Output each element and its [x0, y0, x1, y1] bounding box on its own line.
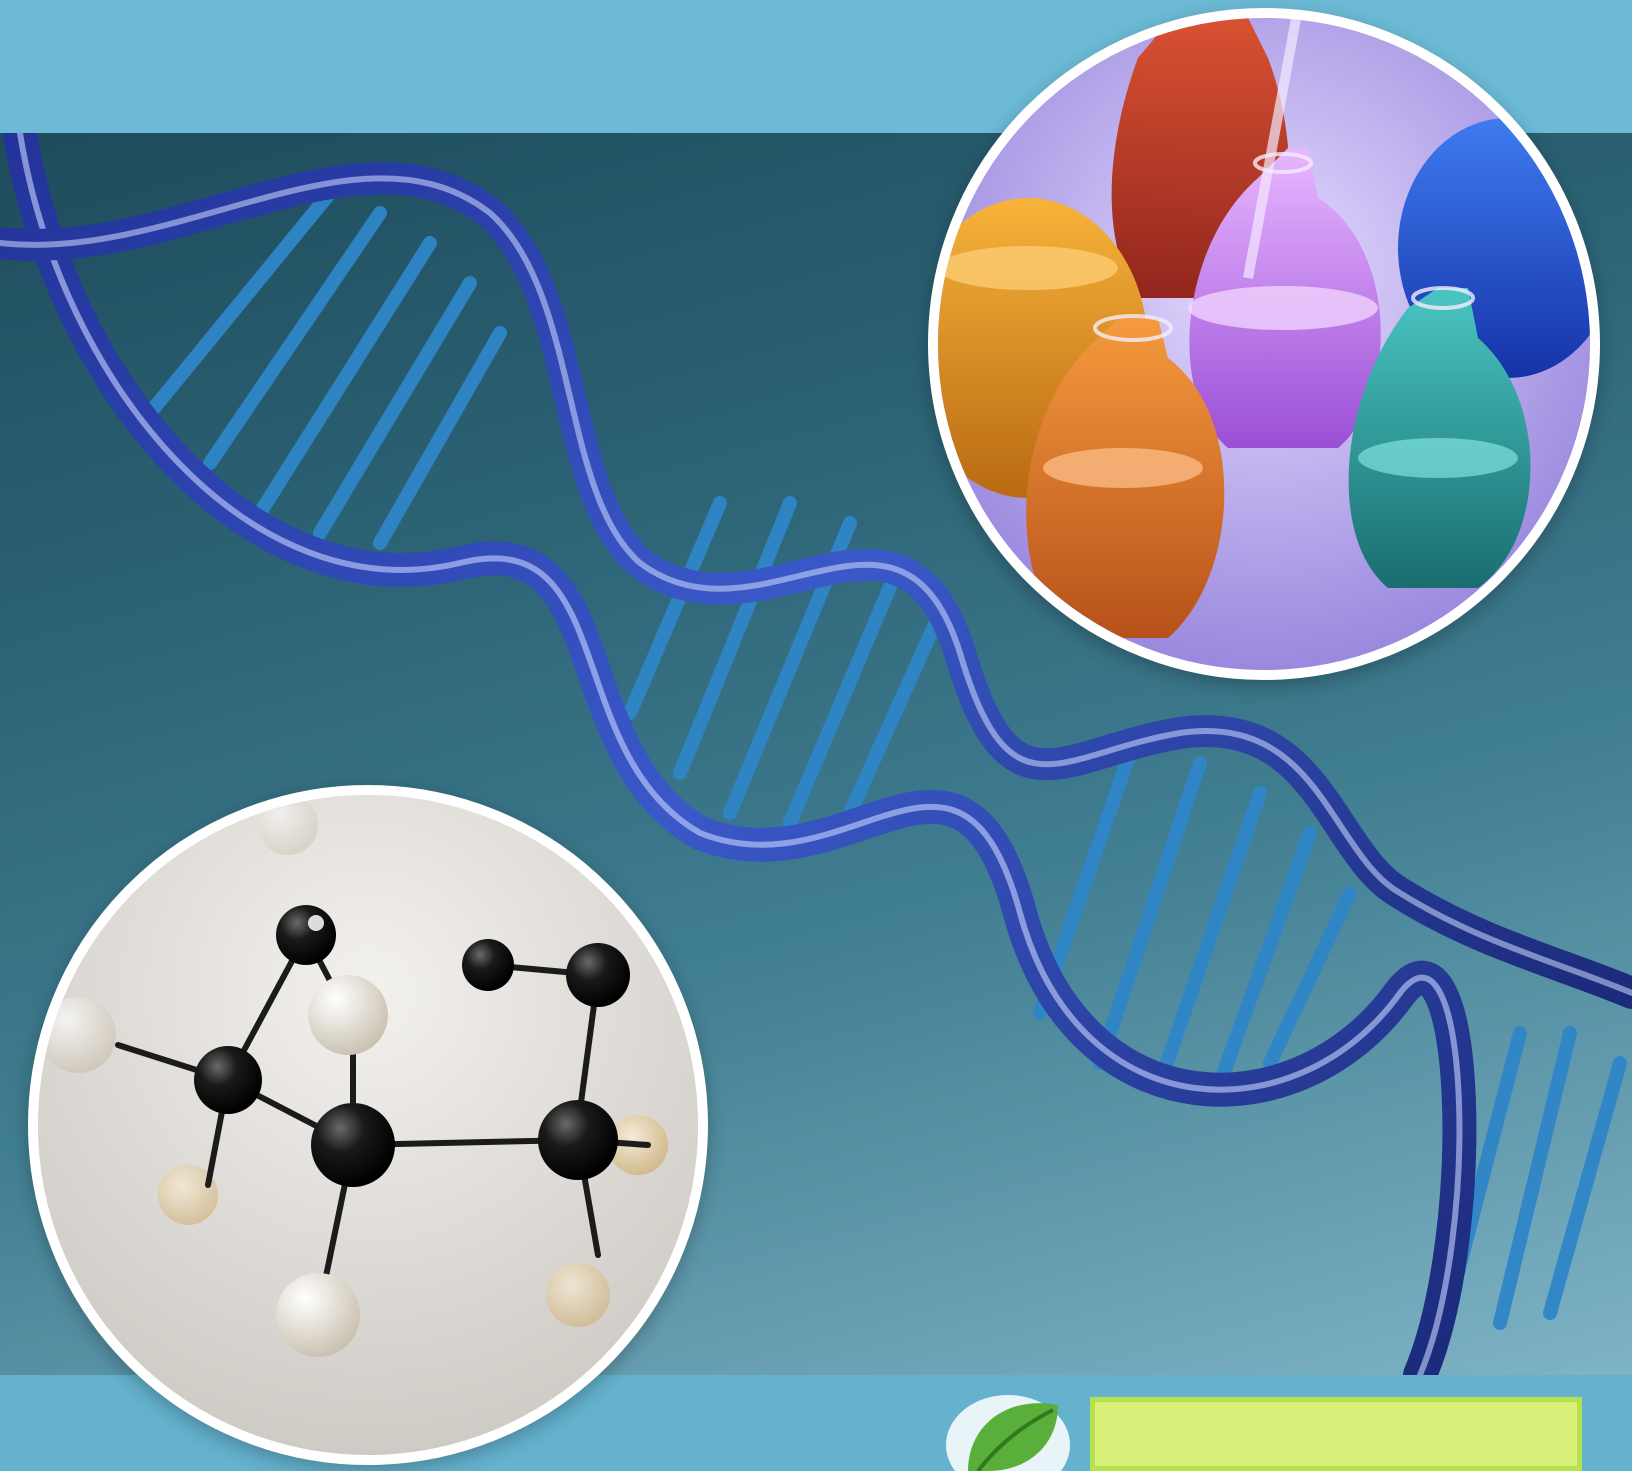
leaf-icon	[946, 1395, 1070, 1471]
green-leaf-logo	[938, 1385, 1598, 1471]
dna-helix	[0, 133, 1632, 1375]
molecule-model-photo	[28, 785, 708, 1465]
chemistry-flasks-photo	[928, 8, 1600, 680]
logo-banner	[1090, 1397, 1582, 1471]
